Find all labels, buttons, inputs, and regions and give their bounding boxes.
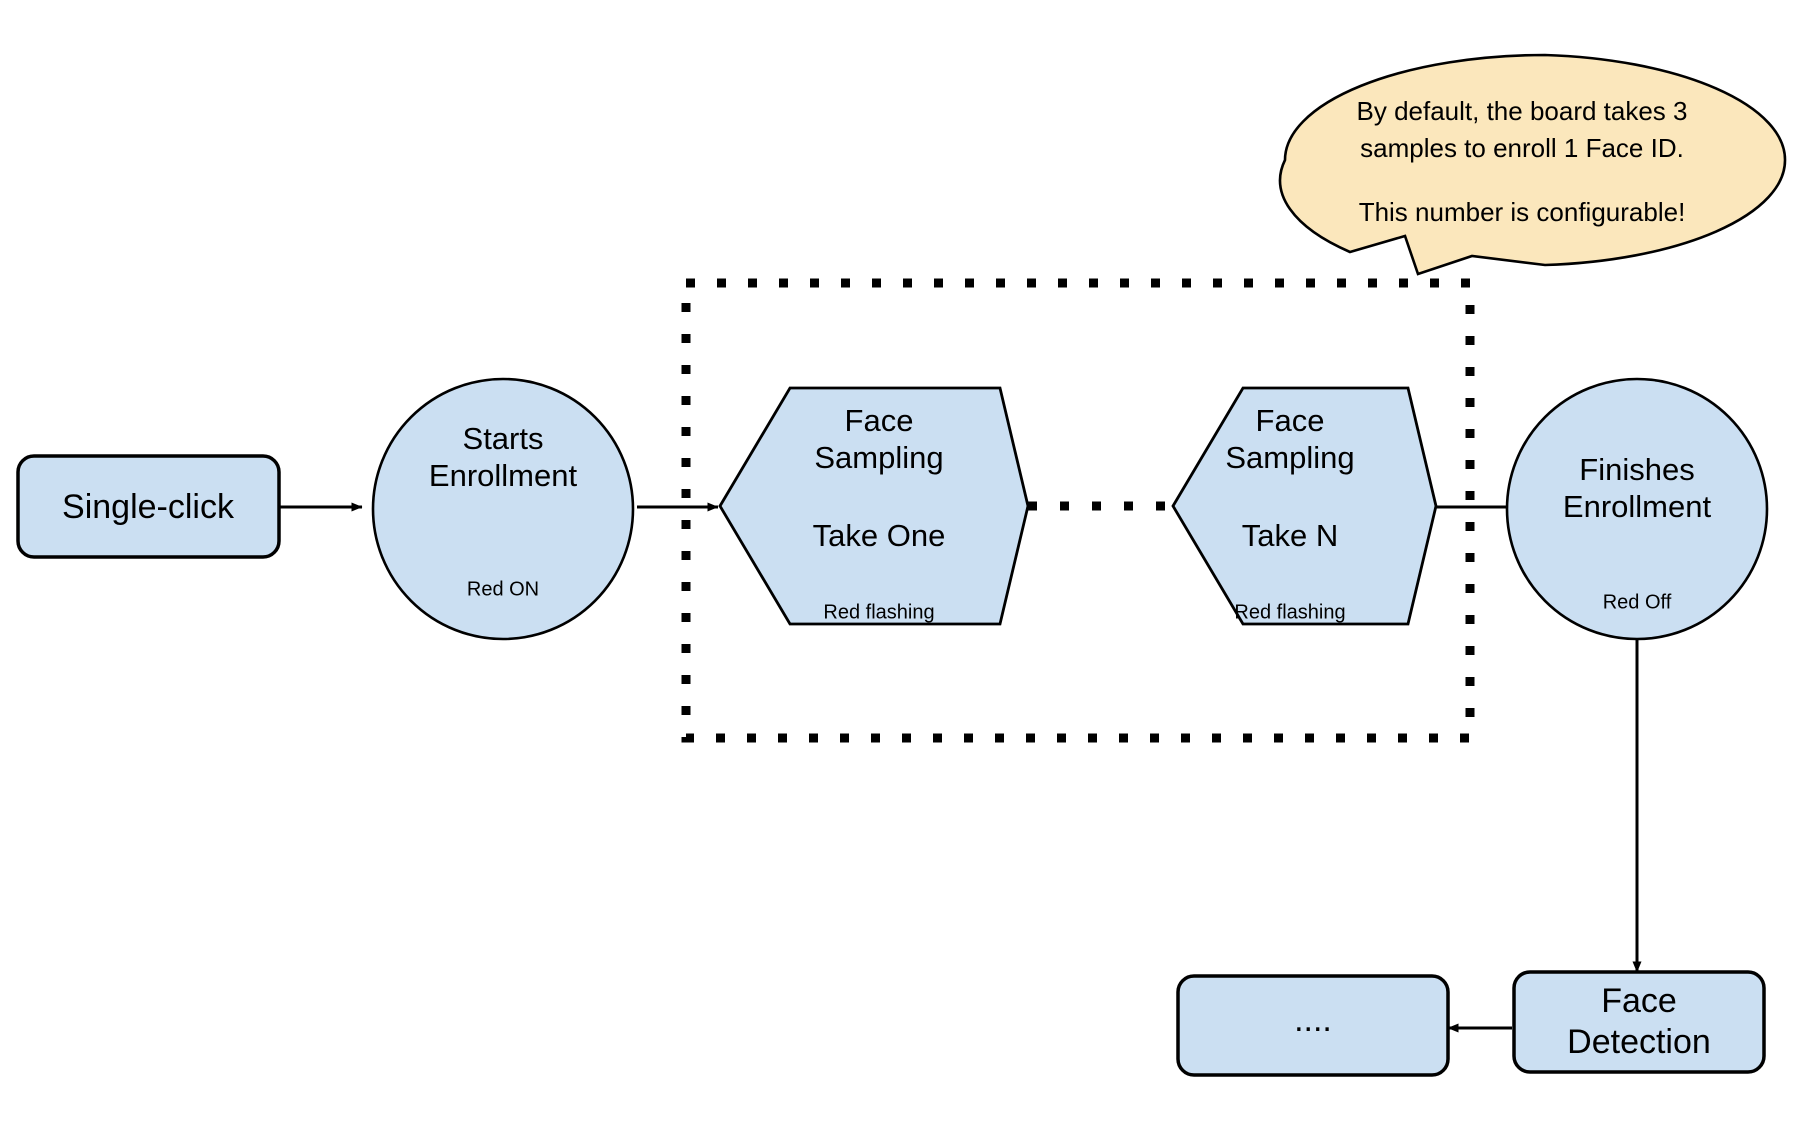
starts-enrollment-status: Red ON bbox=[467, 578, 539, 600]
callout-line3: This number is configurable! bbox=[1359, 197, 1686, 227]
face-detection-label-line2: Detection bbox=[1567, 1023, 1711, 1061]
starts-enrollment-label-line1: Starts bbox=[463, 421, 544, 456]
node-face-sampling-n[interactable]: Face Sampling Take N Red flashing bbox=[1171, 386, 1438, 626]
starts-enrollment-label-line2: Enrollment bbox=[429, 458, 578, 493]
callout-bubble: By default, the board takes 3 samples to… bbox=[1278, 53, 1787, 276]
finishes-enrollment-label-line2: Enrollment bbox=[1563, 489, 1712, 524]
node-face-sampling-one[interactable]: Face Sampling Take One Red flashing bbox=[718, 386, 1030, 626]
callout-line1: By default, the board takes 3 bbox=[1357, 96, 1688, 126]
finishes-enrollment-circle[interactable] bbox=[1505, 377, 1769, 641]
finishes-enrollment-label-line1: Finishes bbox=[1579, 452, 1694, 487]
face-detection-box[interactable] bbox=[1512, 970, 1766, 1074]
face-sampling-n-hexagon[interactable] bbox=[1171, 386, 1438, 626]
node-single-click[interactable]: Single-click bbox=[16, 454, 281, 559]
face-sampling-one-status: Red flashing bbox=[823, 601, 934, 623]
face-sampling-n-status: Red flashing bbox=[1234, 601, 1345, 623]
node-finishes-enrollment[interactable]: Finishes Enrollment Red Off bbox=[1505, 377, 1769, 641]
finishes-enrollment-status: Red Off bbox=[1603, 591, 1672, 613]
callout-line2: samples to enroll 1 Face ID. bbox=[1360, 133, 1684, 163]
node-more-steps[interactable]: .... bbox=[1176, 974, 1450, 1077]
face-sampling-n-label-line2: Sampling bbox=[1225, 440, 1354, 475]
face-sampling-n-take: Take N bbox=[1242, 518, 1338, 553]
face-sampling-one-label-line2: Sampling bbox=[814, 440, 943, 475]
node-face-detection[interactable]: Face Detection bbox=[1512, 970, 1766, 1074]
face-detection-label-line1: Face bbox=[1601, 982, 1677, 1020]
more-steps-label: .... bbox=[1294, 1001, 1332, 1039]
single-click-label: Single-click bbox=[62, 488, 235, 526]
starts-enrollment-circle[interactable] bbox=[371, 377, 635, 641]
face-sampling-one-take: Take One bbox=[813, 518, 946, 553]
face-sampling-one-label-line1: Face bbox=[845, 403, 914, 438]
node-starts-enrollment[interactable]: Starts Enrollment Red ON bbox=[371, 377, 635, 641]
face-sampling-n-label-line1: Face bbox=[1256, 403, 1325, 438]
callout-shape bbox=[1278, 53, 1787, 276]
single-click-box[interactable] bbox=[16, 454, 281, 559]
face-sampling-one-hexagon[interactable] bbox=[718, 386, 1030, 626]
more-steps-box[interactable] bbox=[1176, 974, 1450, 1077]
